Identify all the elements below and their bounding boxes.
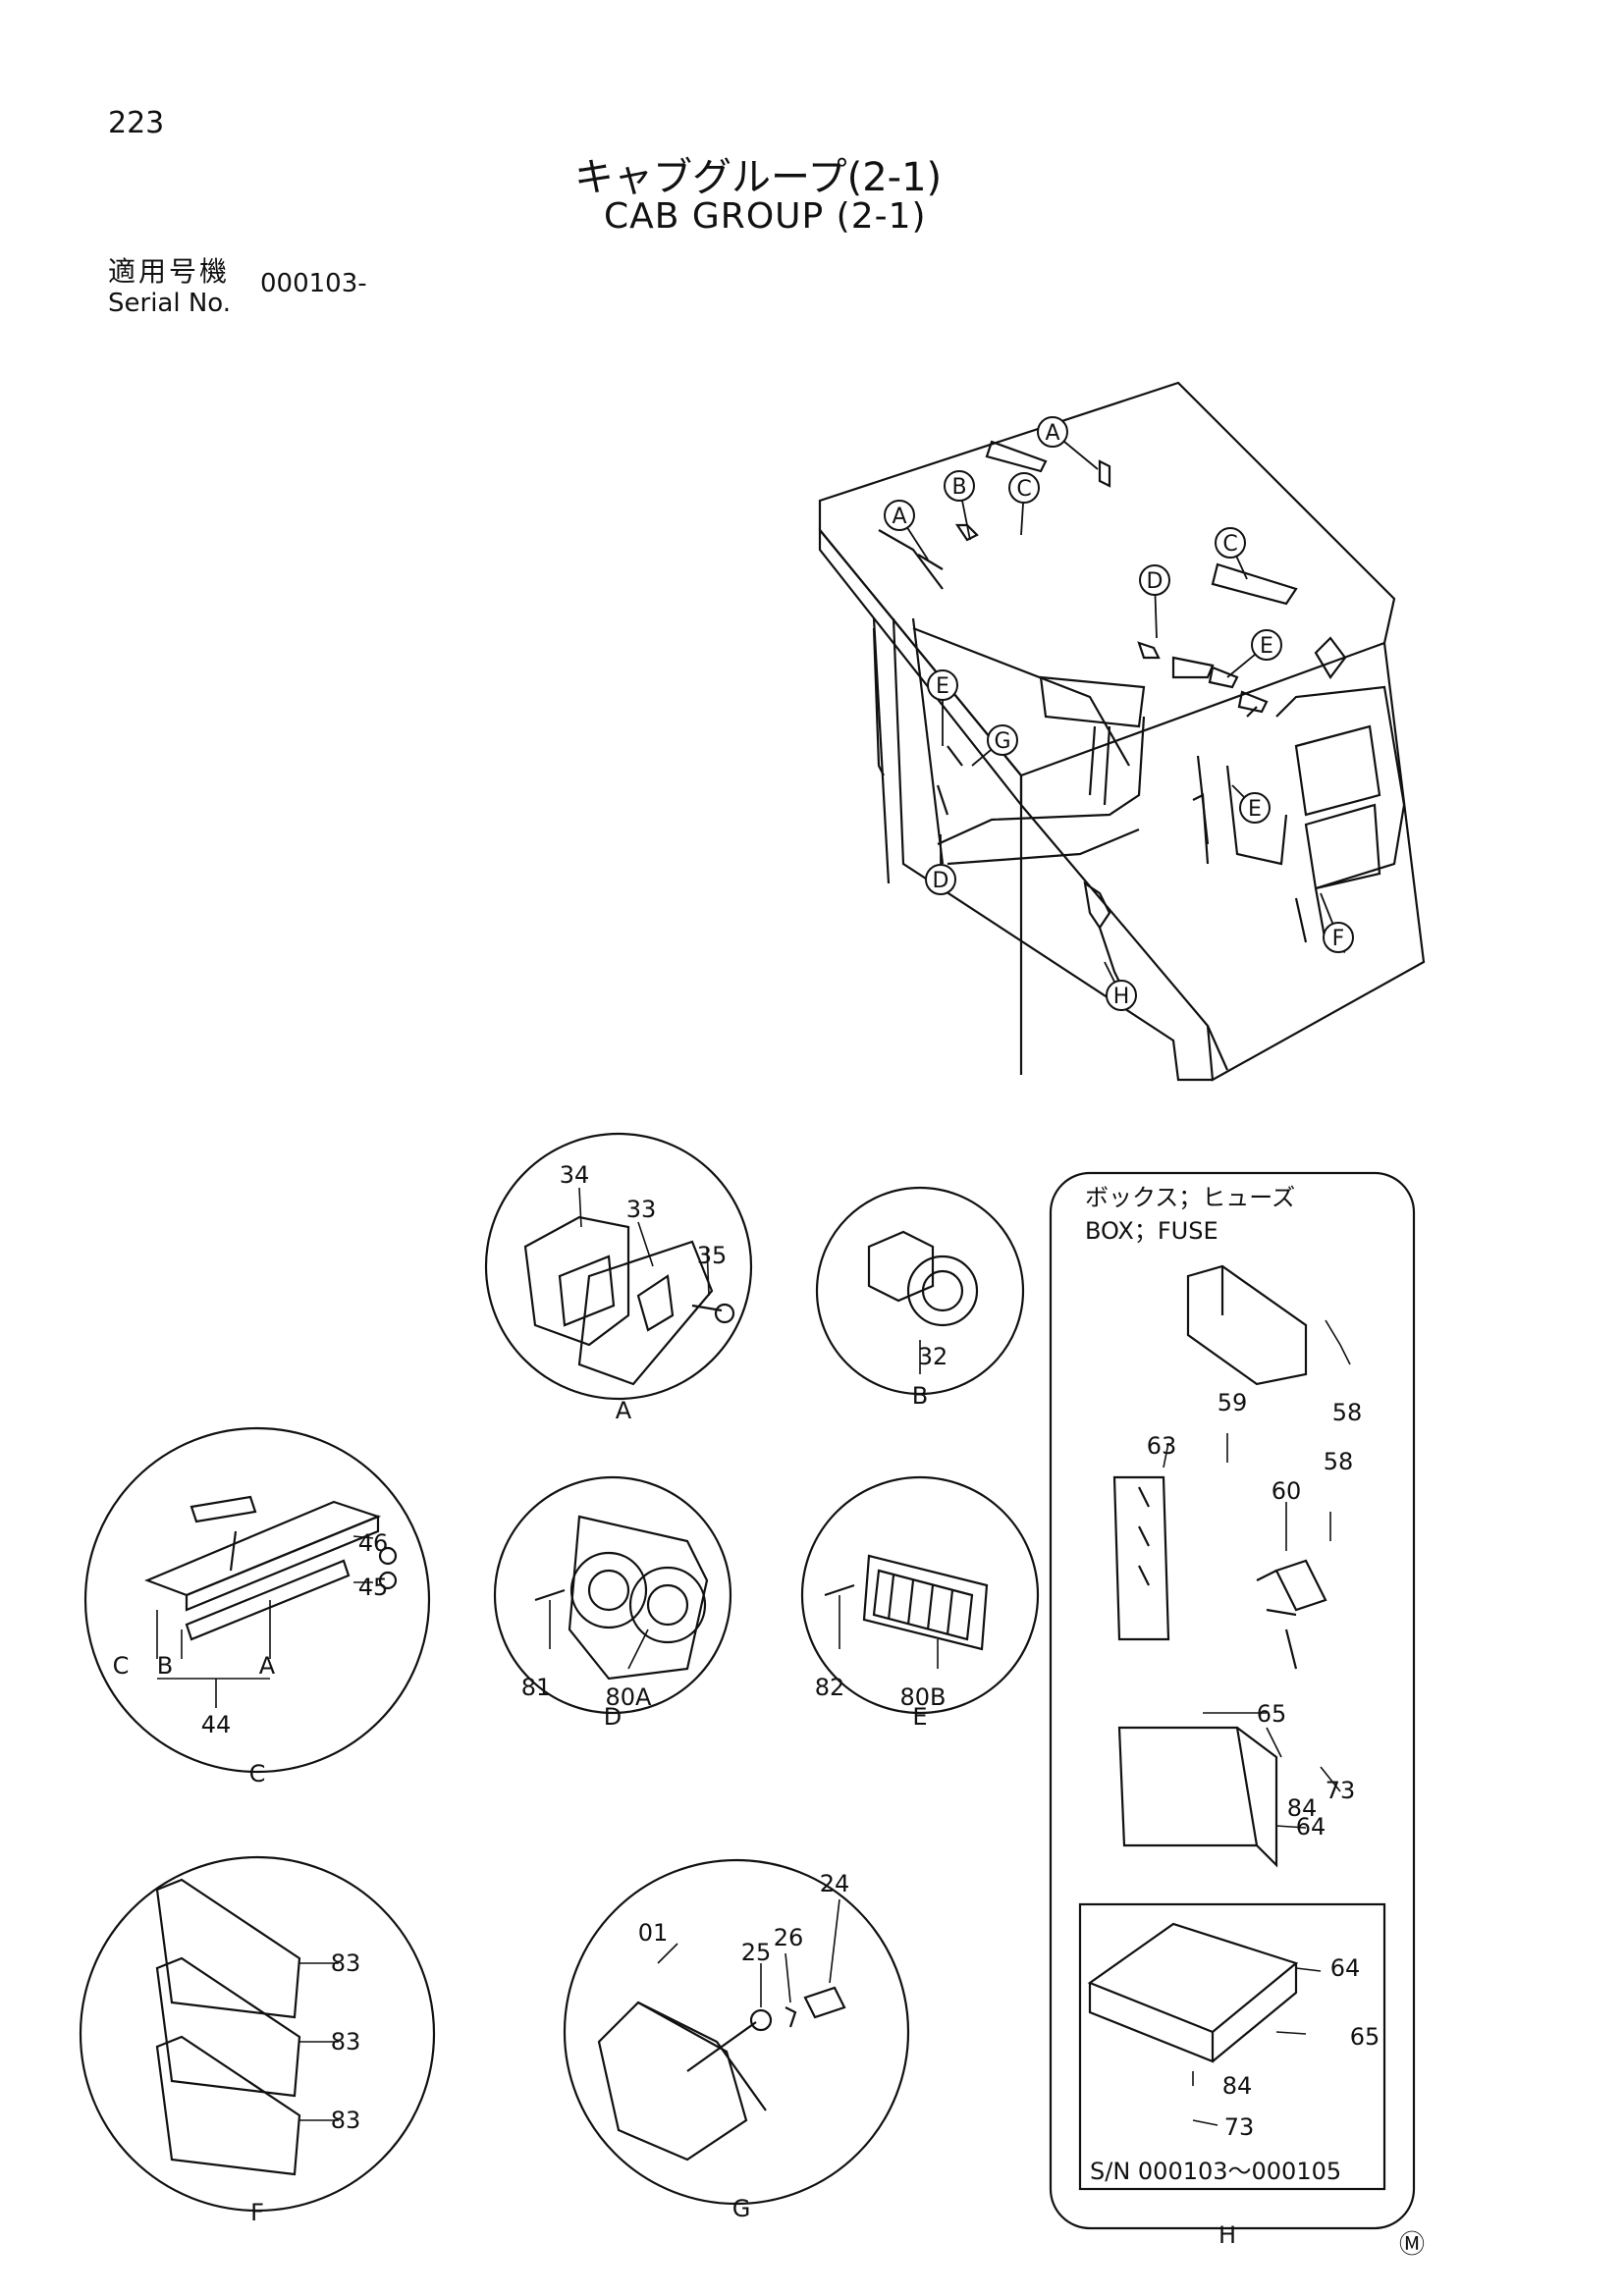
svg-text:G: G — [994, 729, 1010, 754]
callout-bubble-c: C — [1008, 472, 1040, 504]
svg-text:E: E — [1260, 634, 1273, 659]
detail-g-view — [563, 1858, 910, 2206]
part-number-h: 58 — [1324, 1448, 1354, 1475]
callout-bubble-h: H — [1106, 980, 1137, 1011]
inset-part-number: 65 — [1350, 2023, 1380, 2051]
part-number-h: 59 — [1218, 1389, 1248, 1416]
detail-label-c: C — [249, 1760, 266, 1788]
svg-text:E: E — [1248, 797, 1262, 822]
inset-part-number: 64 — [1330, 1954, 1361, 1982]
callout-bubble-e: E — [1251, 629, 1282, 661]
fuse-box-title-english: BOX；FUSE — [1085, 1217, 1218, 1245]
registered-mark: Ⓜ — [1399, 2230, 1425, 2260]
detail-f-view — [79, 1855, 436, 2213]
detail-c-view — [83, 1426, 431, 1774]
inset-serial-note: S/N 000103～000105 — [1090, 2158, 1341, 2185]
inset-part-number: 84 — [1222, 2072, 1253, 2100]
svg-text:D: D — [1147, 569, 1164, 594]
title-english: CAB GROUP (2-1) — [604, 196, 927, 237]
part-number-a: 33 — [626, 1196, 657, 1223]
callout-bubble-g: G — [987, 724, 1018, 756]
svg-text:E: E — [936, 674, 949, 699]
part-number-e: 82 — [815, 1674, 845, 1701]
inset-part-number: 73 — [1224, 2113, 1255, 2141]
serial-label-english: Serial No. — [108, 289, 231, 318]
svg-text:D: D — [933, 869, 949, 893]
part-number-g: 01 — [638, 1919, 669, 1947]
detail-label-f: F — [250, 2199, 264, 2226]
callout-bubble-b: B — [944, 470, 975, 502]
part-number-d: 80A — [606, 1683, 653, 1711]
part-number-d: 81 — [521, 1674, 552, 1701]
part-number-g: 25 — [741, 1939, 772, 1966]
detail-label-h: H — [1218, 2221, 1236, 2249]
callout-bubble-c: C — [1215, 527, 1246, 559]
callout-bubble-e: E — [927, 669, 958, 701]
detail-b-view — [815, 1186, 1025, 1396]
serial-label-japanese: 適用号機 — [108, 255, 231, 288]
part-number-c: 44 — [201, 1711, 232, 1738]
svg-text:B: B — [951, 475, 966, 500]
part-number-h: 65 — [1257, 1700, 1287, 1728]
part-number-f: 83 — [331, 1949, 361, 1977]
part-number-c: 45 — [358, 1574, 389, 1601]
leader-lines — [156, 1187, 1351, 2126]
callout-bubble-d: D — [1139, 564, 1170, 596]
callout-bubble-a: A — [884, 500, 915, 531]
part-number-h: 58 — [1332, 1399, 1363, 1426]
serial-number-value: 000103- — [260, 269, 367, 298]
part-number-h: 84 — [1287, 1794, 1318, 1822]
part-number-h: 60 — [1272, 1477, 1302, 1505]
part-number-h: 63 — [1147, 1432, 1177, 1460]
detail-e-view — [800, 1475, 1040, 1715]
part-number-f: 83 — [331, 2107, 361, 2134]
part-number-c: B — [157, 1652, 173, 1680]
part-number-c: C — [113, 1652, 130, 1680]
page-number: 223 — [108, 106, 165, 140]
part-number-g: 26 — [774, 1924, 804, 1951]
svg-text:F: F — [1332, 927, 1345, 951]
part-number-e: 80B — [899, 1683, 946, 1711]
detail-label-e: E — [912, 1703, 927, 1731]
detail-h-panel — [1049, 1171, 1416, 2230]
part-number-g: 24 — [820, 1870, 850, 1897]
part-number-a: 34 — [560, 1161, 590, 1189]
callout-bubble-a: A — [1037, 416, 1068, 448]
svg-text:C: C — [1016, 477, 1031, 502]
part-number-b: 32 — [918, 1343, 948, 1370]
callout-bubble-f: F — [1323, 922, 1354, 953]
callout-bubble-e: E — [1239, 792, 1271, 824]
detail-label-a: A — [616, 1397, 632, 1424]
svg-text:A: A — [892, 505, 906, 529]
svg-text:C: C — [1222, 532, 1237, 557]
part-number-f: 83 — [331, 2028, 361, 2056]
part-number-a: 35 — [697, 1242, 728, 1269]
detail-a-view — [484, 1132, 753, 1401]
callout-bubble-d: D — [925, 864, 956, 895]
svg-text:A: A — [1045, 421, 1059, 446]
detail-label-d: D — [604, 1703, 622, 1731]
part-number-h: 73 — [1326, 1777, 1356, 1804]
cab-overview-drawing — [818, 381, 1426, 1082]
svg-text:H: H — [1113, 985, 1130, 1009]
title-japanese: キャブグループ(2-1) — [574, 155, 943, 200]
part-number-c: 46 — [358, 1529, 389, 1557]
part-number-c: A — [259, 1652, 276, 1680]
detail-label-b: B — [912, 1382, 928, 1410]
part-number-h: 64 — [1296, 1813, 1326, 1841]
detail-d-view — [493, 1475, 732, 1715]
detail-label-g: G — [732, 2195, 751, 2222]
fuse-box-title-japanese: ボックス；ヒューズ — [1085, 1184, 1295, 1211]
